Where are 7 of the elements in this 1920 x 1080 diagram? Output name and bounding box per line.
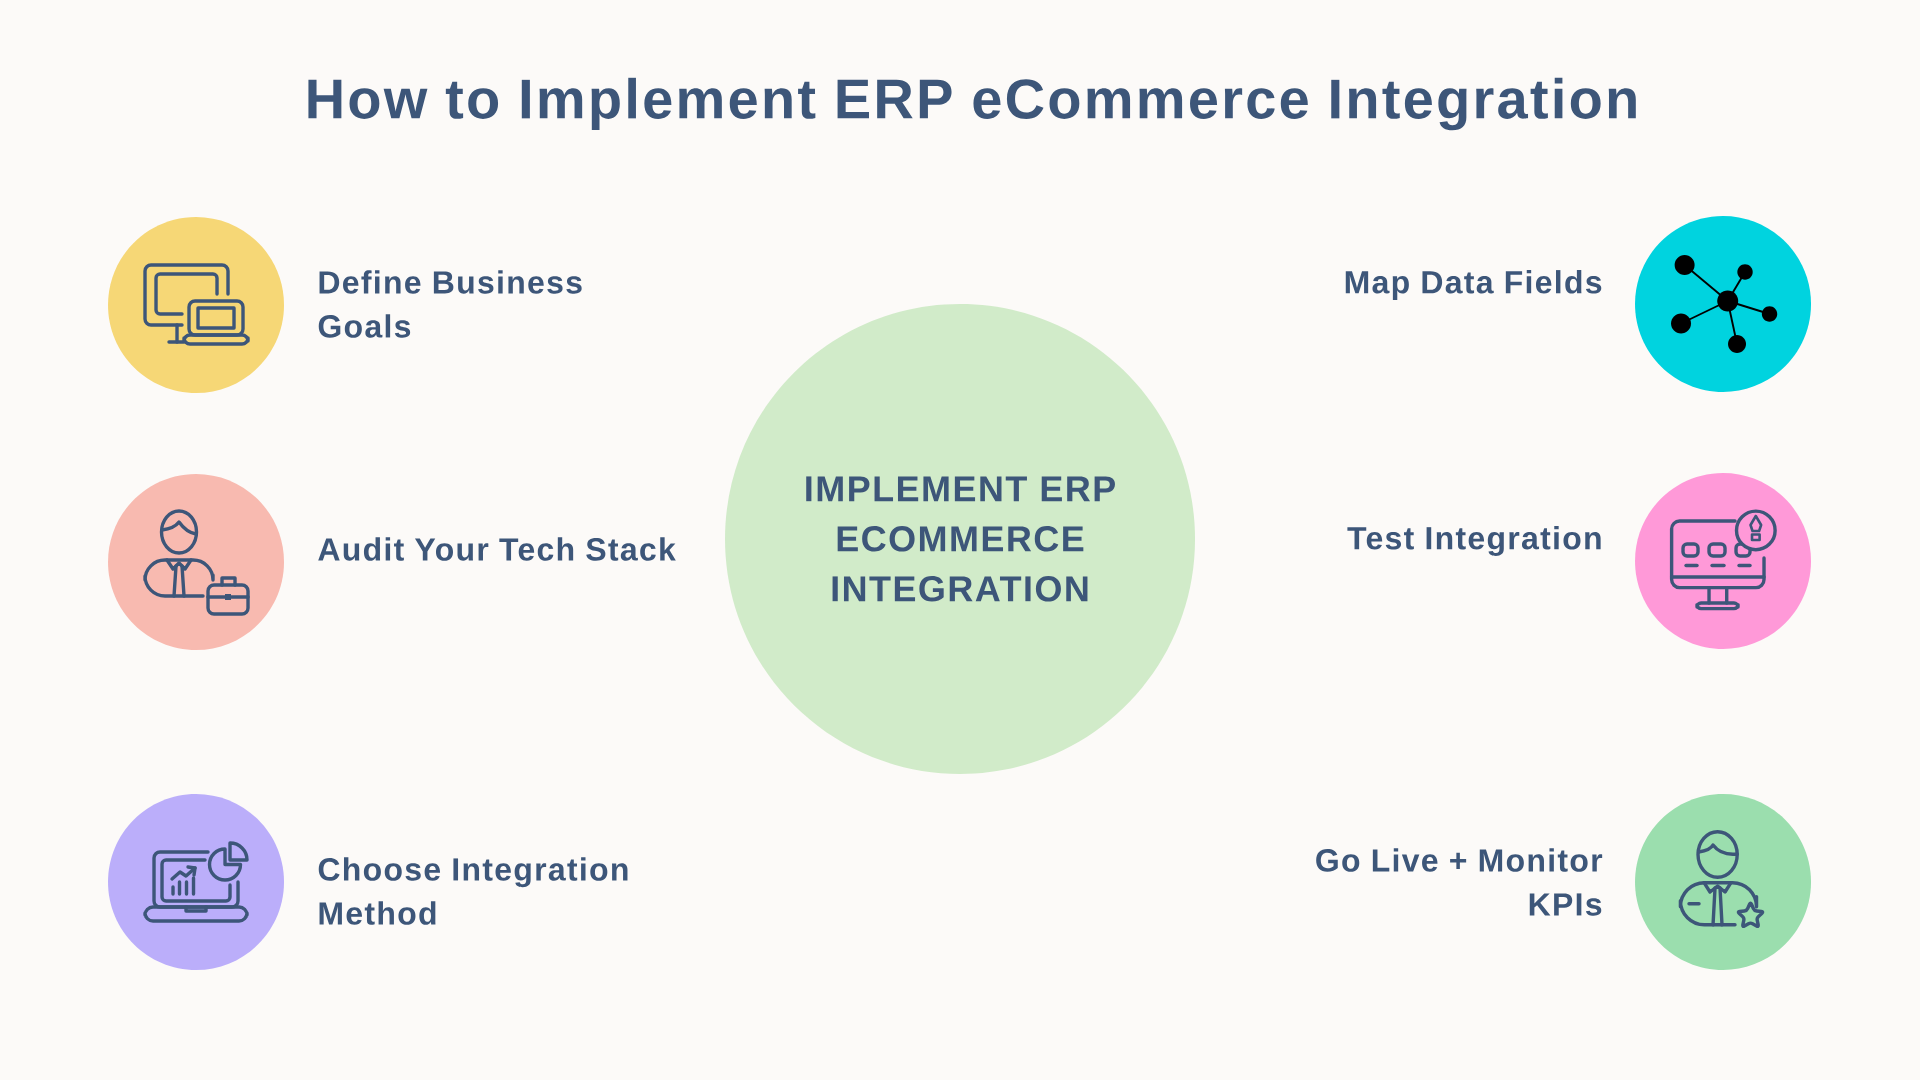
step-label: Audit Your Tech Stack: [318, 537, 676, 561]
step-label: Define Business Goals: [318, 270, 582, 338]
step-label: Go Live + Monitor KPIs: [1316, 848, 1603, 916]
step-label: Choose Integration Method: [318, 857, 628, 925]
step-label: Test Integration: [1347, 526, 1601, 556]
step-label: Map Data Fields: [1345, 270, 1602, 300]
title: How to Implement ERP eCommerce Integration: [308, 77, 1636, 131]
